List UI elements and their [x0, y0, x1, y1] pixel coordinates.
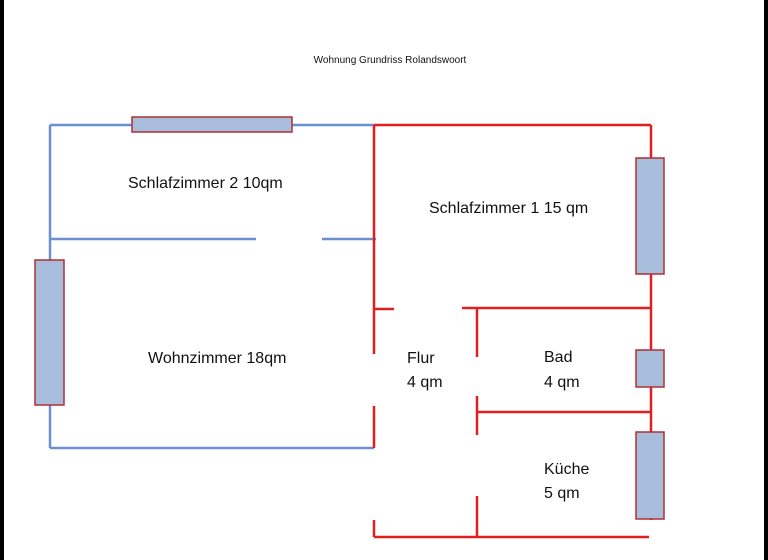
label-bad: Bad: [544, 349, 572, 366]
floor-plan: Wohnung Grundriss Rolandswoort Schlafzim…: [34, 55, 665, 539]
red-walls: [372, 123, 653, 539]
window-top: [131, 116, 293, 133]
window-right-kueche: [635, 431, 665, 520]
label-flur: Flur: [407, 350, 435, 367]
window-right-top: [635, 157, 665, 275]
blue-walls: [48, 123, 376, 450]
windows: [34, 116, 665, 520]
window-left: [34, 259, 65, 406]
floor-plan-page: Wohnung Grundriss Rolandswoort Schlafzim…: [4, 0, 764, 560]
plan-title: Wohnung Grundriss Rolandswoort: [314, 55, 467, 66]
label-flur-area: 4 qm: [407, 374, 443, 391]
label-kueche: Küche: [544, 461, 589, 478]
label-schlafzimmer-1: Schlafzimmer 1 15 qm: [429, 200, 588, 217]
label-schlafzimmer-2: Schlafzimmer 2 10qm: [128, 175, 283, 192]
window-right-bad: [635, 349, 665, 388]
label-bad-area: 4 qm: [544, 374, 580, 391]
label-kueche-area: 5 qm: [544, 485, 580, 502]
label-wohnzimmer: Wohnzimmer 18qm: [148, 350, 286, 367]
